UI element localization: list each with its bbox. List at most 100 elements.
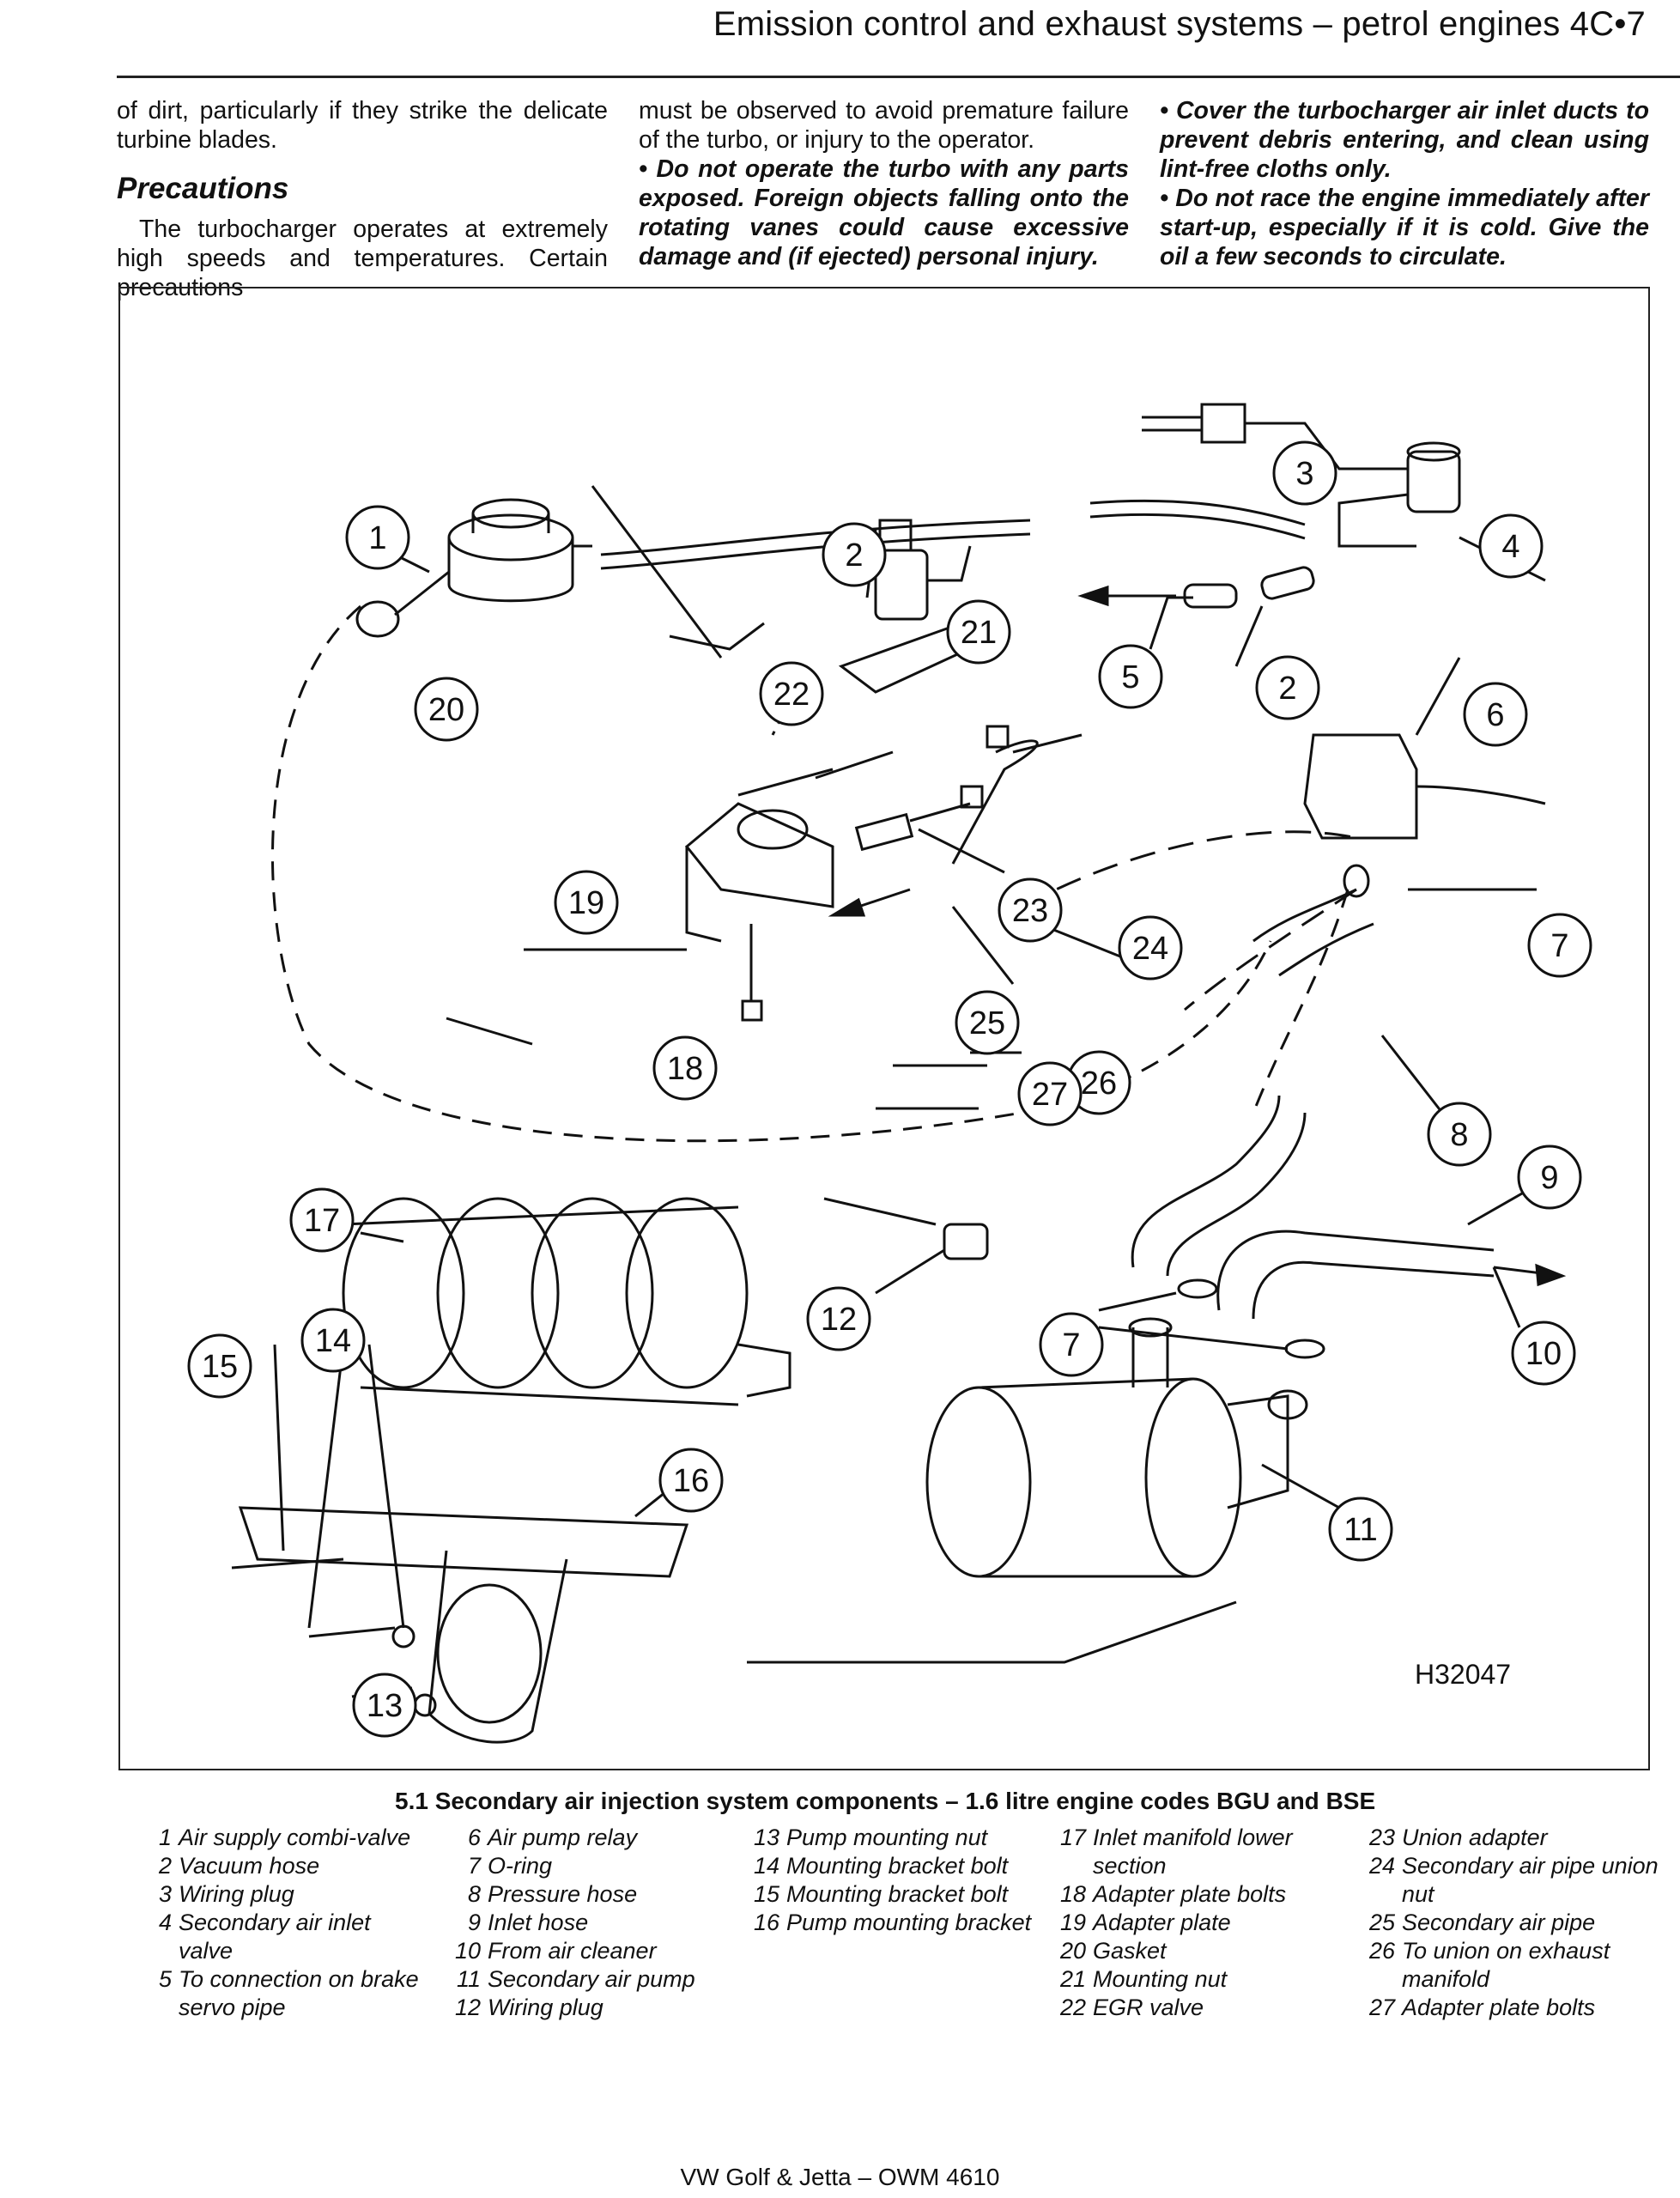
legend-item-text: Mounting bracket bolt xyxy=(786,1881,1009,1907)
legend-item-number: 16 xyxy=(753,1910,779,1935)
callout-label: 20 xyxy=(428,692,464,728)
legend-item-text: Air pump relay xyxy=(488,1825,638,1850)
page-footer: VW Golf & Jetta – OWM 4610 xyxy=(680,2164,1000,2190)
callout-label: 16 xyxy=(673,1463,709,1499)
callout-10: 10 xyxy=(1511,1321,1576,1386)
legend-item-text: Air supply combi-valve xyxy=(179,1825,411,1850)
callout-label: 11 xyxy=(1343,1512,1377,1548)
callout-label: 25 xyxy=(969,1005,1005,1041)
callout-25: 25 xyxy=(955,990,1020,1055)
legend-item-number: 11 xyxy=(456,1966,481,1992)
legend-item-text: Secondary air pipe xyxy=(1402,1910,1596,1935)
callout-label: 14 xyxy=(315,1323,351,1359)
legend-item-text: Adapter plate bolts xyxy=(1402,1995,1596,2020)
legend-item-text: Wiring plug xyxy=(179,1881,294,1907)
legend-item-number: 4 xyxy=(158,1910,172,1935)
callout-6: 6 xyxy=(1463,682,1528,747)
legend-item-number: 12 xyxy=(454,1995,481,2020)
callout-label: 12 xyxy=(821,1302,857,1338)
callout-label: 21 xyxy=(961,615,997,651)
legend-item-number: 23 xyxy=(1368,1825,1395,1850)
legend-item-number: 3 xyxy=(158,1881,172,1907)
callout-17: 17 xyxy=(289,1187,355,1253)
legend-item: 12 Wiring plug xyxy=(446,1994,747,2022)
paragraph: The turbocharger operates at extremely h… xyxy=(117,216,608,301)
legend-item-number: 18 xyxy=(1059,1881,1086,1907)
callout-label: 15 xyxy=(202,1349,238,1385)
callout-label: 4 xyxy=(1501,529,1519,565)
callout-16: 16 xyxy=(658,1448,724,1513)
callout-2: 2 xyxy=(1255,655,1320,720)
legend-item-text: Wiring plug xyxy=(488,1995,603,2020)
callout-label: 1 xyxy=(368,520,386,556)
callout-label: 13 xyxy=(367,1688,403,1724)
legend-item-text: From air cleaner xyxy=(488,1938,657,1964)
callout-15: 15 xyxy=(187,1333,252,1399)
legend-item-number: 27 xyxy=(1368,1995,1395,2020)
inlet-manifold-drawing xyxy=(342,1197,791,1406)
legend-item-text: Mounting nut xyxy=(1093,1966,1228,1992)
legend-item-number: 13 xyxy=(753,1825,779,1850)
routing-dashed-line xyxy=(1252,889,1349,1114)
relay-drawing xyxy=(1303,733,1418,840)
callout-label: 7 xyxy=(1550,928,1568,964)
legend-item-number: 1 xyxy=(158,1825,172,1850)
callout-7: 7 xyxy=(1039,1312,1104,1377)
routing-dashed-line xyxy=(271,604,1272,1143)
callout-20: 20 xyxy=(414,677,479,742)
callout-label: 9 xyxy=(1540,1160,1558,1196)
legend-item-text: Inlet hose xyxy=(488,1910,589,1935)
pressure-hose-drawing xyxy=(1252,888,1357,943)
bullet-warning: • Cover the turbocharger air inlet ducts… xyxy=(1160,97,1649,183)
legend-item: 2 Vacuum hose xyxy=(137,1852,429,1880)
legend-item: 1 Air supply combi-valve xyxy=(137,1824,429,1852)
bullet-warning: • Do not operate the turbo with any part… xyxy=(639,155,1129,270)
legend-item: 3 Wiring plug xyxy=(137,1880,429,1909)
figure-caption: 5.1 Secondary air injection system compo… xyxy=(395,1788,1376,1814)
legend-item-number: 14 xyxy=(753,1853,779,1879)
legend-item-number: 8 xyxy=(467,1881,481,1907)
bullet-warning: • Do not race the engine immediately aft… xyxy=(1160,185,1649,270)
page-header-title: Emission control and exhaust systems – p… xyxy=(713,5,1646,43)
callout-1: 1 xyxy=(345,505,410,570)
legend-item-number: 21 xyxy=(1059,1966,1086,1992)
callout-label: 7 xyxy=(1062,1327,1080,1363)
callout-label: 8 xyxy=(1450,1117,1468,1153)
secondary-air-pump-drawing xyxy=(925,1317,1308,1578)
callout-label: 27 xyxy=(1032,1077,1068,1113)
legend-item-number: 2 xyxy=(158,1853,172,1879)
callout-label: 10 xyxy=(1525,1336,1562,1372)
legend-item: 18 Adapter plate bolts xyxy=(1052,1880,1361,1909)
legend-column-1: 1 Air supply combi-valve 2 Vacuum hose 3 Wiri… xyxy=(137,1824,429,2022)
legend-item-text: Vacuum hose xyxy=(179,1853,320,1879)
callout-label: 2 xyxy=(845,537,863,574)
callout-label: 2 xyxy=(1278,671,1296,707)
legend-item-text: Gasket xyxy=(1093,1938,1167,1964)
legend-item-text: Adapter plate bolts xyxy=(1093,1881,1287,1907)
legend-item-number: 15 xyxy=(753,1881,779,1907)
callout-12: 12 xyxy=(806,1286,871,1351)
legend-item-text: Mounting bracket bolt xyxy=(786,1853,1009,1879)
mounting-bracket-drawing xyxy=(238,1506,689,1578)
paragraph: of dirt, particularly if they strike the… xyxy=(117,97,608,154)
wiring-plug-drawing xyxy=(823,1197,937,1226)
callout-21: 21 xyxy=(946,599,1011,665)
legend-item-text: Pump mounting bracket xyxy=(786,1910,1032,1935)
callout-label: 22 xyxy=(773,677,810,713)
callout-24: 24 xyxy=(1118,915,1183,981)
exploded-diagram-drawing: 1234526789101112713141516171819202122232… xyxy=(187,403,1592,1744)
inlet-hose-drawing xyxy=(1216,1230,1495,1311)
callout-label: 5 xyxy=(1121,659,1139,695)
legend-item-number: 5 xyxy=(158,1966,172,1992)
